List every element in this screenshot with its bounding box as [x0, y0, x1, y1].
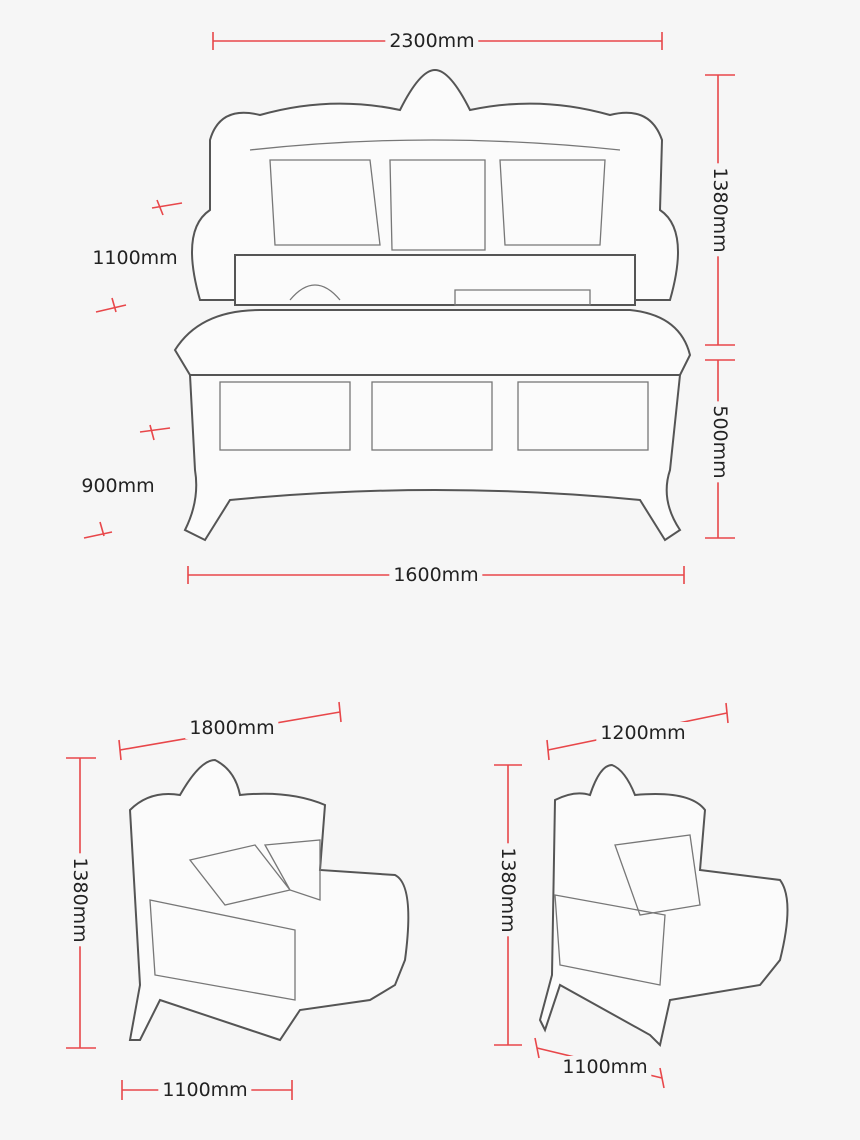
table-depth-label: 900mm: [77, 475, 159, 497]
armchair-width-label: 1200mm: [596, 722, 690, 744]
armchair-height-label: 1380mm: [497, 843, 519, 937]
three-seat-sofa-sketch: [191, 68, 679, 306]
sofa-seat-height-label: 1100mm: [88, 247, 182, 269]
dim-ticks-table-depth: [83, 424, 171, 539]
loveseat-depth-label: 1100mm: [158, 1079, 252, 1101]
table-height-label: 500mm: [709, 401, 731, 483]
sofa-height-label: 1380mm: [709, 163, 731, 257]
table-width-label: 1600mm: [389, 564, 483, 586]
loveseat-sketch: [128, 758, 410, 1042]
loveseat-width-label: 1800mm: [185, 717, 279, 739]
dim-ticks-seat-height: [95, 199, 183, 313]
loveseat-height-label: 1380mm: [69, 853, 91, 947]
sofa-width-label: 2300mm: [385, 30, 479, 52]
armchair-depth-label: 1100mm: [558, 1056, 652, 1078]
coffee-table-sketch: [173, 284, 692, 542]
armchair-sketch: [538, 763, 789, 1047]
